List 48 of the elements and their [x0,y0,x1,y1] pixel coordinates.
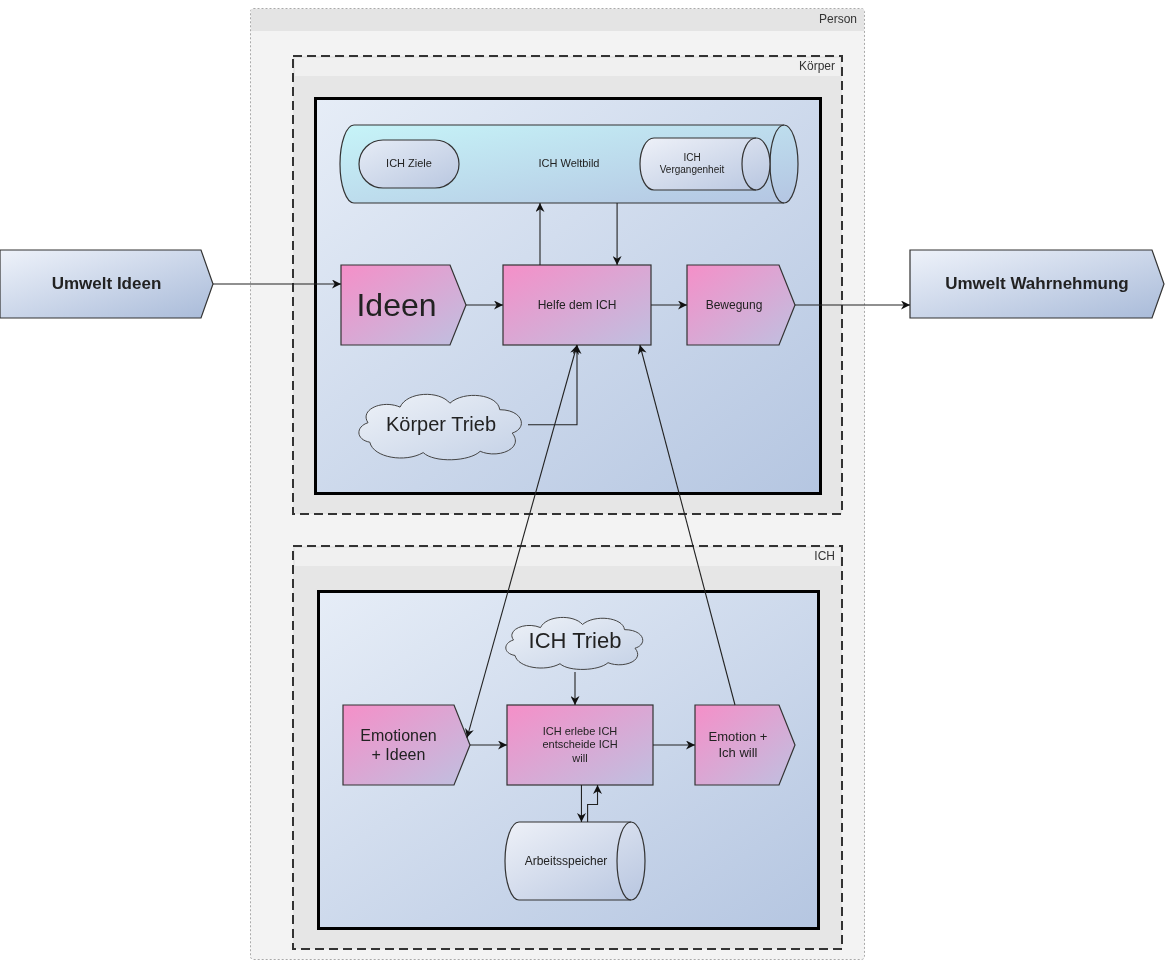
node-label: Helfe dem ICH [537,297,617,313]
arrow [469,740,508,750]
node-label: ICH Vergangenheit [658,152,726,176]
node-label: ICH Ziele [386,157,432,171]
node-label: Ideen [356,285,437,325]
node-label: Umwelt Ideen [51,273,162,295]
process-pentagon [343,705,470,785]
arrow [535,202,545,266]
node-label: ICH erlebe ICH entscheide ICH will [541,725,619,765]
arrow [652,740,696,750]
terminal-shape [359,140,459,188]
node-label: Emotion + Ich will [707,729,769,761]
output-box [910,250,1164,318]
group-title: ICH [814,549,835,563]
input-box [0,250,213,318]
arrow [212,279,342,289]
arrow [465,344,579,739]
arrow [612,202,622,266]
arrow [794,300,911,310]
storage-cylinder [640,138,770,190]
arrow [650,300,688,310]
group-title: Person [818,12,857,26]
storage-cylinder [505,822,645,900]
group-panel [292,55,843,515]
group-title: Körper [798,59,835,73]
group-panel [292,545,843,950]
node-label: Arbeitsspeicher [524,853,608,869]
node-label: ICH Trieb [528,627,622,655]
node-label: Bewegung [705,297,763,313]
frame-box [317,590,820,930]
frame-box [314,97,822,495]
arrow [587,784,602,823]
arrow [570,671,580,706]
arrow [576,784,586,823]
process-pentagon [687,265,795,345]
arrow [465,300,504,310]
arrow [637,344,736,706]
group-panel [250,8,865,960]
process-pentagon [695,705,795,785]
process-box [503,265,651,345]
process-pentagon [341,265,466,345]
arrow [527,344,582,426]
node-label: ICH Weltbild [538,157,600,171]
storage-cylinder [340,125,798,203]
node-label: Umwelt Wahrnehmung [945,273,1129,295]
process-box [507,705,653,785]
node-label: Körper Trieb [385,412,497,436]
node-label: Emotionen + Ideen [359,725,438,765]
